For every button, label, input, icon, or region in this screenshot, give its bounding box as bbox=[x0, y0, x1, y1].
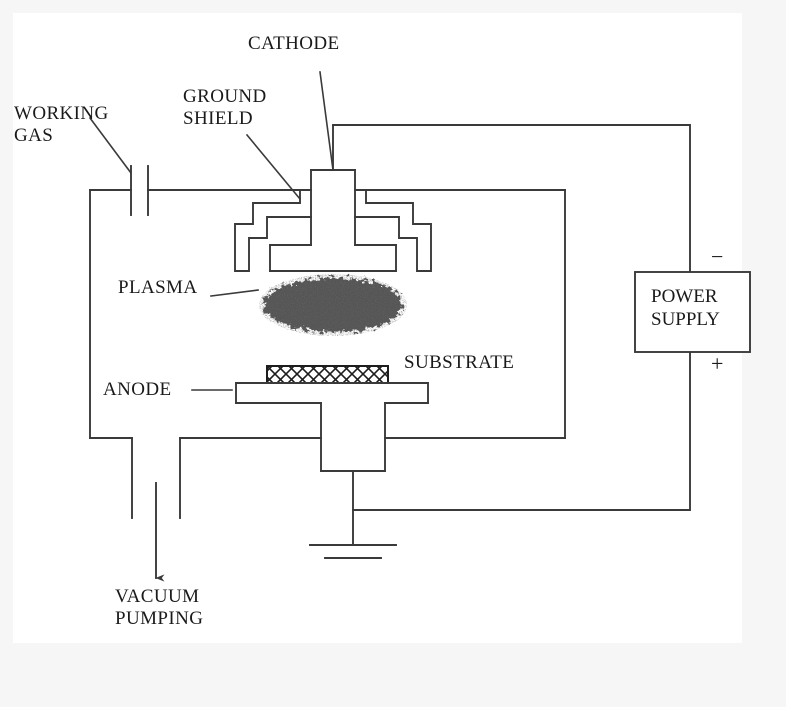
label-substrate: SUBSTRATE bbox=[404, 352, 515, 373]
ground-shield-left-bracket bbox=[234, 189, 312, 272]
label-working-gas-line1: WORKING bbox=[14, 103, 109, 124]
working-gas-valve-symbol bbox=[130, 165, 149, 216]
cathode-assembly bbox=[269, 124, 397, 272]
anode-plate bbox=[235, 382, 429, 404]
label-plasma: PLASMA bbox=[118, 277, 198, 298]
earth-ground-symbol bbox=[309, 470, 397, 559]
substrate-block bbox=[266, 365, 389, 384]
label-vacuum-line2: PUMPING bbox=[115, 608, 204, 629]
cathode-to-supply-wire bbox=[332, 124, 691, 273]
label-cathode: CATHODE bbox=[248, 33, 340, 54]
label-power-supply-line1: POWER bbox=[651, 286, 718, 307]
anode-support-stem bbox=[320, 402, 386, 472]
label-ground-shield-line2: SHIELD bbox=[183, 108, 253, 129]
label-vacuum-line1: VACUUM bbox=[115, 586, 200, 607]
label-working-gas-line2: GAS bbox=[14, 125, 54, 146]
leader-working-gas bbox=[88, 116, 133, 175]
label-anode: ANODE bbox=[103, 379, 172, 400]
label-terminal-negative: − bbox=[711, 244, 724, 269]
leader-plasma bbox=[210, 289, 259, 297]
ground-to-supply-wire bbox=[352, 351, 691, 511]
ground-shield-right-bracket bbox=[354, 189, 432, 272]
label-terminal-positive: + bbox=[711, 351, 724, 376]
leader-cathode bbox=[319, 71, 334, 171]
label-ground-shield-line1: GROUND bbox=[183, 86, 267, 107]
leader-lines bbox=[88, 71, 334, 391]
vacuum-chamber-wall bbox=[89, 189, 566, 519]
leader-ground-shield bbox=[245, 133, 302, 201]
label-power-supply-line2: SUPPLY bbox=[651, 309, 720, 330]
power-supply-box bbox=[634, 271, 751, 353]
plasma-cloud-region bbox=[259, 274, 407, 336]
